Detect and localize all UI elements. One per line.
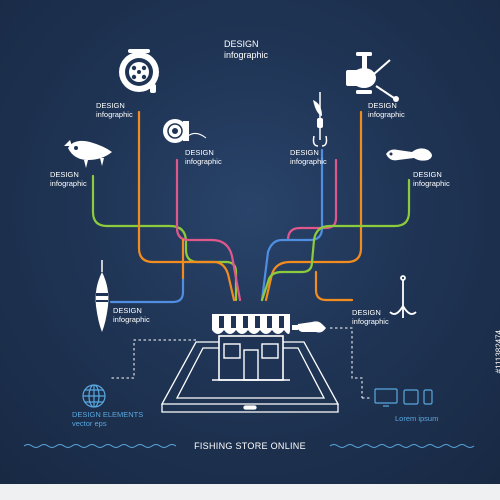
- design-elements-label: DESIGN ELEMENTS vector eps: [72, 410, 143, 428]
- label-reel: DESIGN infographic: [96, 101, 133, 119]
- label-spinner-line2: infographic: [290, 157, 327, 166]
- label-soft-bait-line1: DESIGN: [413, 170, 442, 179]
- page-title: FISHING STORE ONLINE: [194, 441, 306, 451]
- connector-orange-right: [264, 110, 363, 302]
- label-line-spool-line2: infographic: [185, 157, 222, 166]
- label-line-spool: DESIGN infographic: [185, 148, 222, 166]
- label-soft-bait: DESIGN infographic: [413, 170, 450, 188]
- label-lure-line2: infographic: [50, 179, 87, 188]
- label-soft-bait-line2: infographic: [413, 179, 450, 188]
- devices-icon: [374, 388, 433, 407]
- label-spinner: DESIGN infographic: [290, 148, 327, 166]
- connector-green-right: [260, 178, 411, 302]
- label-hook-line2: infographic: [352, 317, 389, 326]
- wave-dividers: [23, 444, 475, 448]
- soft-bait-icon: [386, 148, 432, 161]
- label-float-line2: infographic: [113, 315, 150, 324]
- label-float: DESIGN infographic: [113, 306, 150, 324]
- hand-cursor-icon: [292, 321, 326, 333]
- label-float-line1: DESIGN: [113, 306, 142, 315]
- connector-pink-left: [175, 158, 242, 302]
- store-icon: [212, 314, 290, 381]
- connector-orange-hook: [314, 270, 354, 302]
- label-reel-line1: DESIGN: [96, 101, 125, 110]
- connector-green-left: [91, 174, 238, 302]
- devices-caption: Lorem ipsum: [395, 414, 439, 423]
- design-elements-line1: DESIGN ELEMENTS: [72, 410, 144, 419]
- header-line1: DESIGN: [224, 39, 259, 49]
- label-lure-line1: DESIGN: [50, 170, 79, 179]
- spinner-lure-icon: [312, 92, 328, 147]
- bottom-strip: [0, 484, 500, 500]
- treble-hook-icon: [389, 275, 417, 318]
- label-spinning-reel-line2: infographic: [368, 110, 405, 119]
- fly-reel-icon: [119, 49, 159, 93]
- label-spinner-line1: DESIGN: [290, 148, 319, 157]
- label-spinning-reel: DESIGN infographic: [368, 101, 405, 119]
- connector-blue-right: [260, 148, 324, 302]
- crankbait-lure-icon: [64, 140, 112, 168]
- label-spinning-reel-line1: DESIGN: [368, 101, 397, 110]
- connector-blue-left: [109, 276, 185, 304]
- label-line-spool-line1: DESIGN: [185, 148, 214, 157]
- stock-id: #111382474: [494, 330, 500, 374]
- header-line2: infographic: [224, 50, 269, 60]
- label-hook: DESIGN infographic: [352, 308, 389, 326]
- label-hook-line1: DESIGN: [352, 308, 381, 317]
- connector-lines: [91, 110, 411, 304]
- design-elements-line2: vector eps: [72, 419, 107, 428]
- spinning-reel-icon: [346, 52, 399, 102]
- globe-icon: [82, 384, 106, 408]
- dashed-connections: [110, 327, 372, 399]
- connector-pink-right: [286, 158, 338, 242]
- line-spool-icon: [163, 119, 207, 143]
- float-icon: [95, 260, 109, 332]
- label-lure: DESIGN infographic: [50, 170, 87, 188]
- header-label: DESIGN infographic: [224, 39, 268, 61]
- label-reel-line2: infographic: [96, 110, 133, 119]
